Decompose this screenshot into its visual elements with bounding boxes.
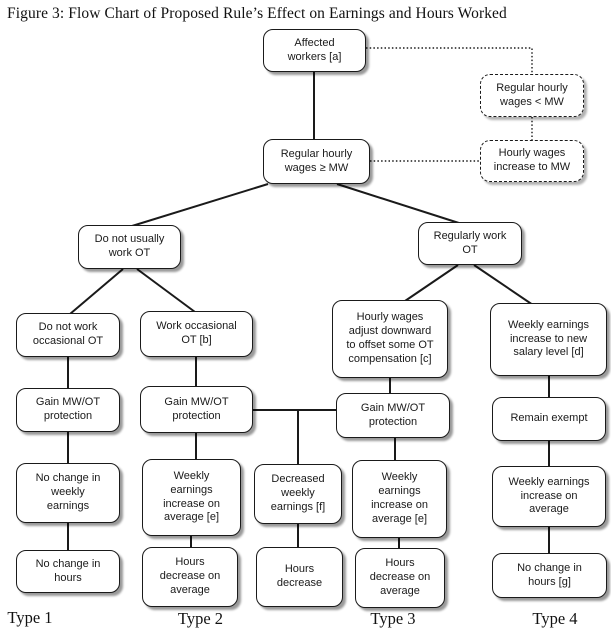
node-earnings-increase-avg-type3: Weekly earnings increase on average [e] — [352, 460, 447, 538]
node-earnings-increase-avg-type2: Weekly earnings increase on average [e] — [142, 459, 241, 536]
node-gain-protection-type2: Gain MW/OT protection — [140, 386, 253, 433]
node-earnings-increase-avg-type4: Weekly earnings increase on average — [492, 466, 606, 527]
figure-title: Figure 3: Flow Chart of Proposed Rule’s … — [7, 5, 507, 22]
edge-nousual-to-occasional — [136, 268, 196, 313]
node-regular-wages-below-mw: Regular hourly wages < MW — [480, 74, 584, 117]
node-hours-decrease: Hours decrease — [256, 547, 343, 607]
type-1-label: Type 1 — [7, 608, 53, 627]
type-3-label: Type 3 — [370, 609, 416, 628]
node-weekly-earnings-new-salary: Weekly earnings increase to new salary l… — [490, 303, 607, 376]
node-affected-workers: Affected workers [a] — [263, 29, 366, 72]
node-regularly-work-ot: Regularly work OT — [418, 222, 522, 265]
node-decreased-weekly-earnings: Decreased weekly earnings [f] — [254, 464, 342, 524]
edge-wages-to-no-usual-ot — [131, 183, 269, 227]
node-no-change-weekly-earnings: No change in weekly earnings — [16, 463, 120, 523]
edge-regularot-to-adjust-down — [404, 264, 459, 302]
edge-nousual-to-no-occasional — [69, 268, 124, 315]
type-4-label: Type 4 — [532, 609, 578, 628]
edge-regularot-to-new-salary — [473, 264, 534, 306]
node-no-change-hours-type1: No change in hours — [16, 550, 120, 593]
edge-dotted-affected-to-below-mw — [366, 47, 533, 74]
node-hours-decrease-avg-type2: Hours decrease on average — [142, 547, 238, 607]
node-do-not-work-occasional-ot: Do not work occasional OT — [16, 313, 120, 357]
node-work-occasional-ot: Work occasional OT [b] — [140, 311, 253, 357]
node-gain-protection-type1: Gain MW/OT protection — [16, 388, 120, 432]
node-remain-exempt: Remain exempt — [492, 397, 606, 441]
node-hourly-wages-increase-to-mw: Hourly wages increase to MW — [480, 140, 584, 182]
type-2-label: Type 2 — [177, 609, 224, 628]
node-gain-protection-type3: Gain MW/OT protection — [336, 393, 450, 438]
node-do-not-usually-work-ot: Do not usually work OT — [78, 225, 181, 269]
node-hours-decrease-avg-type3: Hours decrease on average — [355, 548, 445, 608]
node-regular-wages-at-or-above-mw: Regular hourly wages ≥ MW — [263, 139, 370, 184]
node-no-change-hours-type4: No change in hours [g] — [492, 553, 607, 598]
node-hourly-wages-adjust-downward: Hourly wages adjust downward to offset s… — [332, 300, 448, 378]
edge-wages-to-regular-ot — [336, 183, 463, 225]
